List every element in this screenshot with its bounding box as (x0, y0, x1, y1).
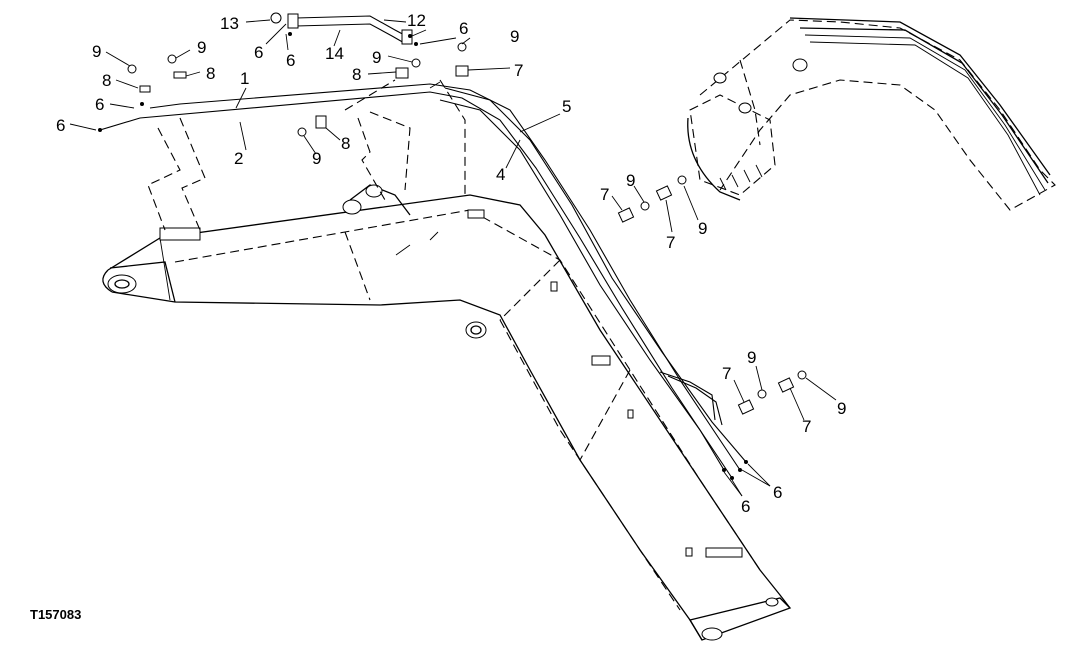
hose-lines (99, 13, 747, 479)
callout-9: 9 (747, 348, 756, 367)
callout-1: 1 (240, 69, 249, 88)
callout-6: 6 (286, 51, 295, 70)
callout-7: 7 (600, 185, 609, 204)
callout-8: 8 (206, 64, 215, 83)
callout-12: 12 (407, 11, 426, 30)
leader-lines (69, 19, 837, 497)
callout-6: 6 (741, 497, 750, 516)
callout-6: 6 (773, 483, 782, 502)
callout-7: 7 (514, 61, 523, 80)
callout-6: 6 (56, 116, 65, 135)
callout-5: 5 (562, 97, 571, 116)
callout-9: 9 (510, 27, 519, 46)
callout-8: 8 (352, 65, 361, 84)
phantom-lines (147, 79, 466, 231)
callout-7: 7 (666, 233, 675, 252)
callout-9: 9 (312, 149, 321, 168)
callout-8: 8 (341, 134, 350, 153)
callout-9: 9 (698, 219, 707, 238)
callout-7: 7 (802, 417, 811, 436)
callout-2: 2 (234, 149, 243, 168)
callout-4: 4 (496, 165, 505, 184)
callout-6: 6 (95, 95, 104, 114)
hardware-parts (98, 12, 807, 480)
callout-7: 7 (722, 364, 731, 383)
callout-9: 9 (837, 399, 846, 418)
boom (102, 184, 792, 641)
callout-9: 9 (626, 171, 635, 190)
figure-id: T157083 (30, 607, 81, 622)
callout-6: 6 (254, 43, 263, 62)
callout-9: 9 (92, 42, 101, 61)
callout-9: 9 (197, 38, 206, 57)
callout-labels: 13 12 6 6 14 6 9 9 9 9 8 8 1 8 7 6 6 5 2… (56, 11, 846, 516)
callout-8: 8 (102, 71, 111, 90)
callout-14: 14 (325, 44, 344, 63)
callout-9: 9 (372, 48, 381, 67)
callout-6: 6 (459, 19, 468, 38)
inset-machine-overview (687, 17, 1056, 211)
callout-13: 13 (220, 14, 239, 33)
